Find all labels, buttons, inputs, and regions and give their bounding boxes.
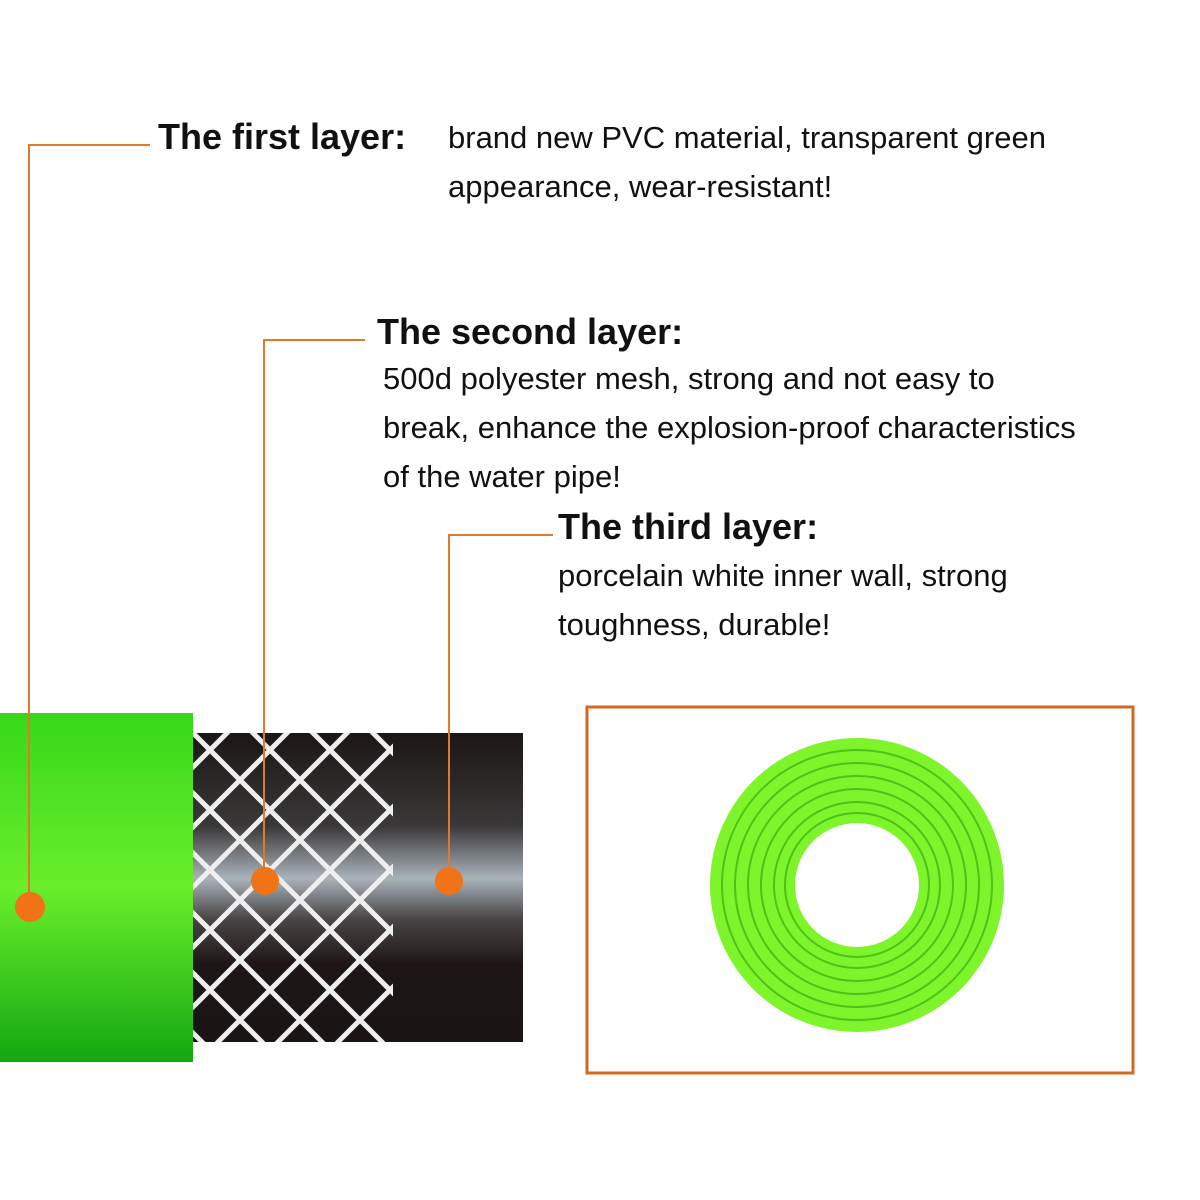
description-line: 500d polyester mesh, strong and not easy… bbox=[383, 361, 995, 396]
marker-dot-third bbox=[435, 867, 463, 895]
leader-line-first bbox=[28, 144, 150, 907]
description-line: toughness, durable! bbox=[558, 607, 831, 642]
description-line: brand new PVC material, transparent gree… bbox=[448, 120, 1046, 155]
second-layer-title: The second layer: bbox=[377, 311, 684, 352]
description-line: of the water pipe! bbox=[383, 459, 621, 494]
marker-dot-first bbox=[15, 892, 45, 922]
first-layer-description: brand new PVC material, transparent gree… bbox=[448, 113, 1046, 211]
leader-line-third bbox=[448, 534, 553, 880]
marker-dot-second bbox=[251, 867, 279, 895]
second-layer-description: 500d polyester mesh, strong and not easy… bbox=[383, 354, 1076, 501]
polyester-mesh bbox=[193, 733, 393, 1042]
third-layer-title: The third layer: bbox=[558, 506, 819, 547]
first-layer-title: The first layer: bbox=[158, 116, 407, 157]
description-line: break, enhance the explosion-proof chara… bbox=[383, 410, 1076, 445]
green-outer-layer bbox=[0, 713, 193, 1062]
hose-cross-section-rings bbox=[710, 738, 1004, 1032]
leader-line-second bbox=[263, 339, 365, 880]
description-line: porcelain white inner wall, strong bbox=[558, 558, 1008, 593]
description-line: appearance, wear-resistant! bbox=[448, 169, 833, 204]
third-layer-description: porcelain white inner wall, strong tough… bbox=[558, 551, 1008, 649]
